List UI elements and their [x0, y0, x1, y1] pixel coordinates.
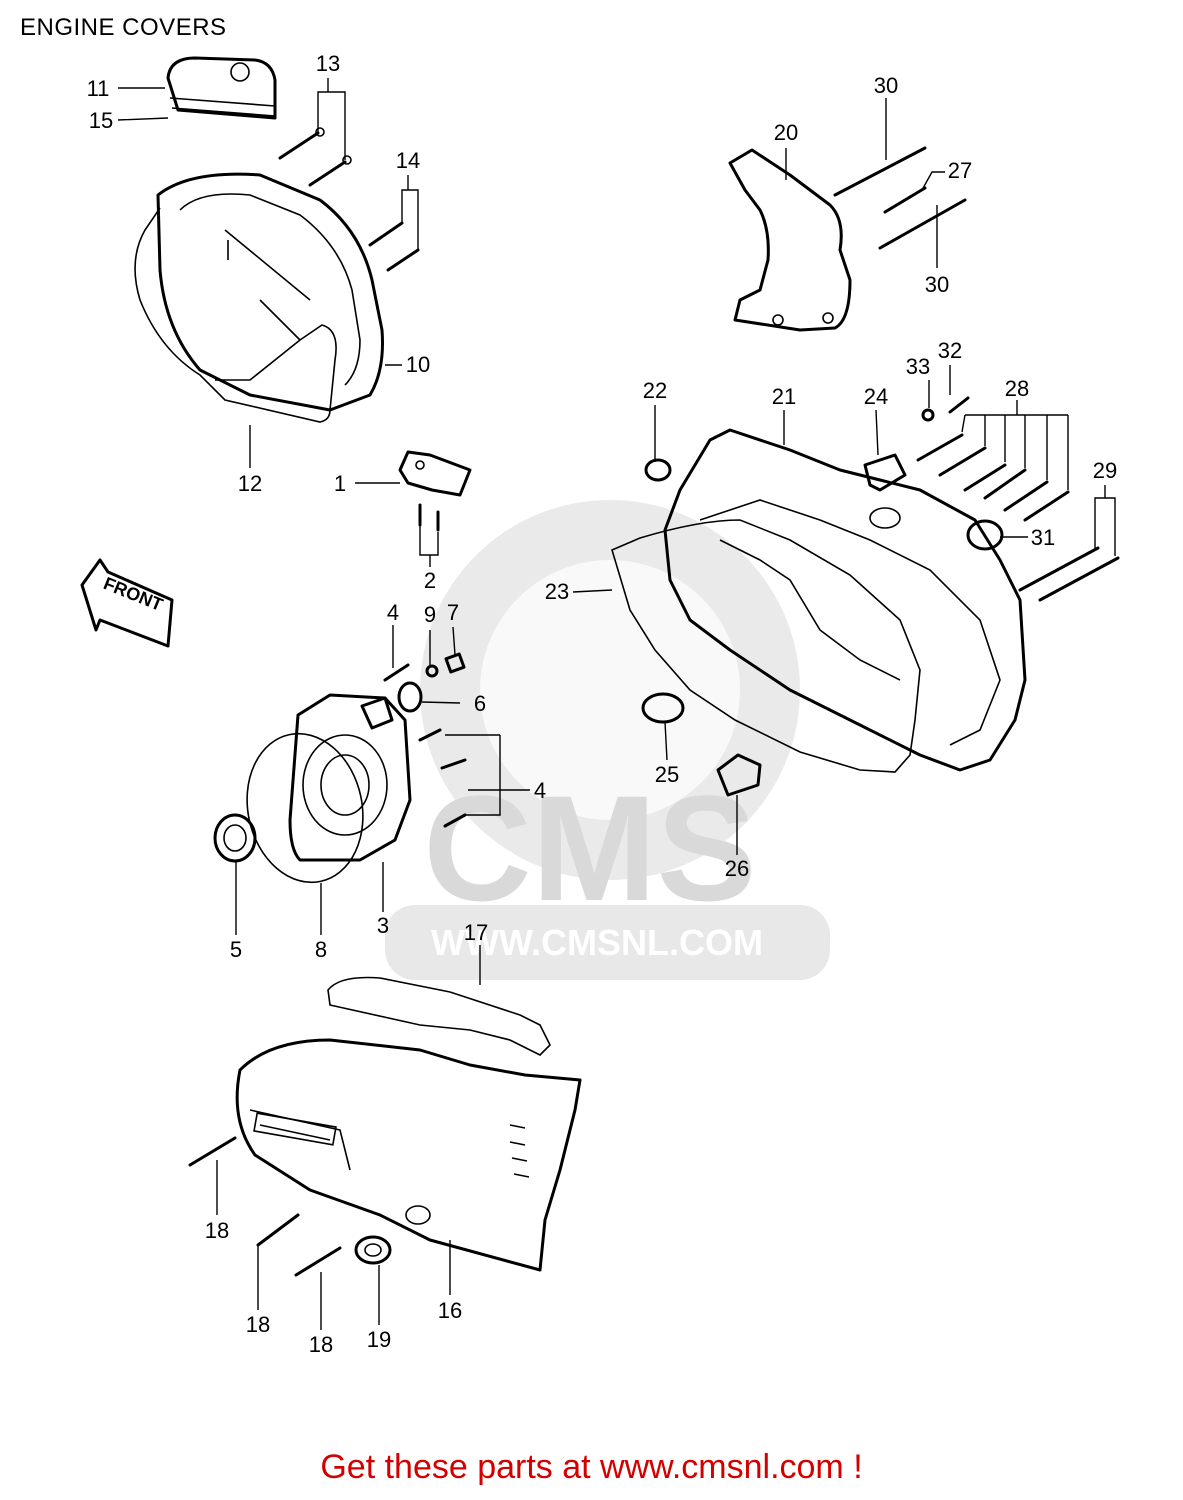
callout-9: 9	[424, 602, 436, 627]
callout-18: 18	[309, 1332, 333, 1357]
callout-28: 28	[1005, 376, 1029, 401]
callout-17: 17	[464, 920, 488, 945]
part-gasket-12	[134, 207, 337, 423]
part-gasket-17	[327, 976, 551, 1056]
part-gasket-23	[611, 519, 921, 773]
bolts-18-seal-19	[188, 1136, 392, 1277]
leader-lines	[117, 78, 1116, 1330]
part-lower-cover-16	[235, 1038, 582, 1272]
front-arrow-label: FRONT	[101, 573, 166, 615]
bolts-28-29	[916, 433, 1120, 602]
callout-11: 11	[87, 76, 110, 101]
callout-27: 27	[948, 158, 972, 183]
callout-labels: 1 2 3 4 4 5 6 7 8 9 10 11 12 13 14 15 16…	[87, 51, 1118, 1357]
callout-30: 30	[925, 272, 949, 297]
callout-10: 10	[406, 352, 430, 377]
callout-15: 15	[89, 108, 113, 133]
callout-2: 2	[424, 568, 436, 593]
callout-30: 30	[874, 73, 898, 98]
callout-20: 20	[774, 120, 798, 145]
callout-21: 21	[772, 384, 796, 409]
bolts-13	[278, 127, 352, 187]
watermark-logo-text: CMS	[423, 764, 756, 932]
callout-33: 33	[906, 354, 930, 379]
callout-18: 18	[246, 1312, 270, 1337]
small-parts-22-24-31-32-33	[644, 396, 1004, 551]
callout-4: 4	[387, 600, 399, 625]
part-right-cover-21	[663, 428, 1027, 772]
watermark-url-text: WWW.CMSNL.COM	[431, 922, 763, 963]
callout-19: 19	[367, 1327, 391, 1352]
callout-3: 3	[377, 913, 389, 938]
bolts-30-27	[833, 146, 967, 250]
part-left-cover-10	[156, 172, 384, 412]
callout-1: 1	[334, 471, 346, 496]
bolts-14	[368, 221, 420, 272]
callout-31: 31	[1031, 525, 1055, 550]
small-parts-4-9-7-6	[383, 652, 467, 828]
callout-29: 29	[1093, 458, 1117, 483]
callout-23: 23	[545, 579, 569, 604]
callout-24: 24	[864, 384, 888, 409]
callout-16: 16	[438, 1298, 462, 1323]
part-cap-11	[166, 56, 277, 120]
small-parts-25-26	[641, 692, 762, 797]
front-arrow: FRONT	[80, 558, 174, 648]
part-bracket-1	[398, 450, 472, 532]
callout-12: 12	[238, 471, 262, 496]
callout-14: 14	[396, 148, 420, 173]
callout-7: 7	[447, 600, 459, 625]
callout-6: 6	[474, 691, 486, 716]
callout-4: 4	[534, 778, 546, 803]
callout-25: 25	[655, 762, 679, 787]
callout-13: 13	[316, 51, 340, 76]
callout-5: 5	[230, 937, 242, 962]
part-pump-cover-3	[288, 693, 412, 862]
part-seal-5	[213, 813, 257, 863]
callout-26: 26	[725, 856, 749, 881]
callout-32: 32	[938, 338, 962, 363]
part-sprocket-cover-20	[728, 148, 852, 332]
callout-18: 18	[205, 1218, 229, 1243]
callout-8: 8	[315, 937, 327, 962]
callout-22: 22	[643, 378, 667, 403]
part-o-ring-8	[246, 732, 364, 884]
cms-watermark-logo: CMS WWW.CMSNL.COM	[385, 500, 830, 980]
footer-link-banner[interactable]: Get these parts at www.cmsnl.com !	[320, 1448, 863, 1486]
page-title: ENGINE COVERS	[20, 14, 227, 41]
